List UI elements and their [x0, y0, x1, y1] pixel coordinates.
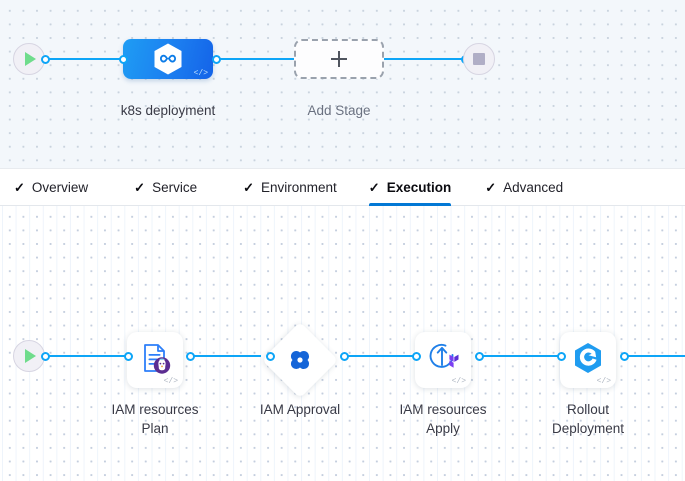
- check-icon: ✓: [243, 179, 254, 195]
- stop-icon: [473, 53, 485, 65]
- step-node-iam-resources-apply[interactable]: </>: [415, 332, 471, 388]
- play-icon: [25, 349, 36, 363]
- stage-caption-k8s-deployment: k8s deployment: [120, 103, 216, 118]
- step-caption-line2: Plan: [141, 421, 169, 436]
- connector-plan-to-approval: [189, 355, 261, 357]
- step-caption-line2: Deployment: [551, 421, 625, 436]
- connector-apply-to-rollout: [478, 355, 560, 357]
- tab-service[interactable]: ✓ Service: [134, 169, 197, 205]
- tab-advanced[interactable]: ✓ Advanced: [485, 169, 563, 205]
- step-caption-line1: IAM Approval: [259, 402, 341, 417]
- plus-icon: [331, 51, 347, 67]
- tab-label: Execution: [386, 179, 452, 195]
- connector-start-to-plan: [44, 355, 129, 357]
- pipeline-end-node[interactable]: [463, 43, 495, 75]
- port-plan-out[interactable]: [186, 351, 195, 361]
- tab-environment[interactable]: ✓ Environment: [243, 169, 337, 205]
- tab-execution[interactable]: ✓ Execution: [368, 169, 452, 206]
- add-stage-node[interactable]: [294, 39, 384, 79]
- connector-start-to-stage: [44, 58, 126, 60]
- approval-clover-icon: [284, 344, 316, 376]
- step-caption-line1: IAM resources: [399, 402, 487, 417]
- stage-tabs: ✓ Overview ✓ Service ✓ Environment ✓ Exe…: [0, 168, 685, 206]
- tab-label: Advanced: [503, 179, 564, 195]
- play-icon: [25, 52, 36, 66]
- port-apply-out[interactable]: [475, 351, 484, 361]
- execution-canvas[interactable]: </> IAM resources Plan IAM Approval: [0, 206, 685, 481]
- port-approval-in[interactable]: [266, 351, 275, 361]
- port-apply-in[interactable]: [412, 351, 421, 361]
- connector-stage-to-addstage: [215, 58, 297, 60]
- port-rollout-out[interactable]: [620, 351, 629, 361]
- port-start-out[interactable]: [41, 54, 50, 64]
- check-icon: ✓: [368, 179, 380, 195]
- tab-label: Service: [152, 179, 198, 195]
- step-caption-line1: IAM resources: [111, 402, 199, 417]
- step-caption-iam-resources-plan: IAM resources Plan: [85, 400, 225, 438]
- port-approval-out[interactable]: [340, 351, 349, 361]
- stage-node-k8s-deployment[interactable]: </>: [123, 39, 213, 79]
- code-tag-icon: </>: [193, 69, 208, 78]
- pipeline-start-node[interactable]: [13, 43, 45, 75]
- step-node-iam-resources-plan[interactable]: </>: [127, 332, 183, 388]
- port-stage-out[interactable]: [212, 54, 221, 64]
- step-caption-iam-approval: IAM Approval: [230, 400, 370, 419]
- check-icon: ✓: [134, 179, 146, 195]
- step-caption-line1: Rollout: [566, 402, 610, 417]
- terraform-apply-icon: [425, 341, 461, 380]
- argo-rollouts-icon: [571, 341, 605, 380]
- connector-addstage-to-end: [382, 58, 464, 60]
- step-node-rollout-deployment[interactable]: </>: [560, 332, 616, 388]
- stage-canvas[interactable]: </> k8s deployment Add Stage: [0, 0, 685, 168]
- check-icon: ✓: [485, 179, 497, 195]
- tab-label: Overview: [31, 179, 89, 195]
- port-rollout-in[interactable]: [557, 351, 566, 361]
- port-exec-start-out[interactable]: [41, 351, 50, 361]
- step-caption-rollout-deployment: Rollout Deployment: [518, 400, 658, 438]
- step-caption-iam-resources-apply: IAM resources Apply: [373, 400, 513, 438]
- step-caption-line2: Apply: [426, 421, 460, 436]
- harness-infinity-icon: [153, 43, 183, 76]
- port-stage-in[interactable]: [119, 54, 128, 64]
- code-tag-icon: </>: [451, 377, 466, 386]
- check-icon: ✓: [14, 179, 25, 195]
- code-tag-icon: </>: [596, 377, 611, 386]
- tab-overview[interactable]: ✓ Overview: [14, 169, 88, 205]
- code-tag-icon: </>: [163, 377, 178, 386]
- connector-approval-to-apply: [343, 355, 415, 357]
- port-plan-in[interactable]: [124, 351, 133, 361]
- add-stage-caption: Add Stage: [307, 103, 371, 118]
- terraform-plan-icon: [138, 341, 172, 380]
- connector-rollout-trailing: [623, 355, 685, 357]
- tab-label: Environment: [261, 179, 337, 195]
